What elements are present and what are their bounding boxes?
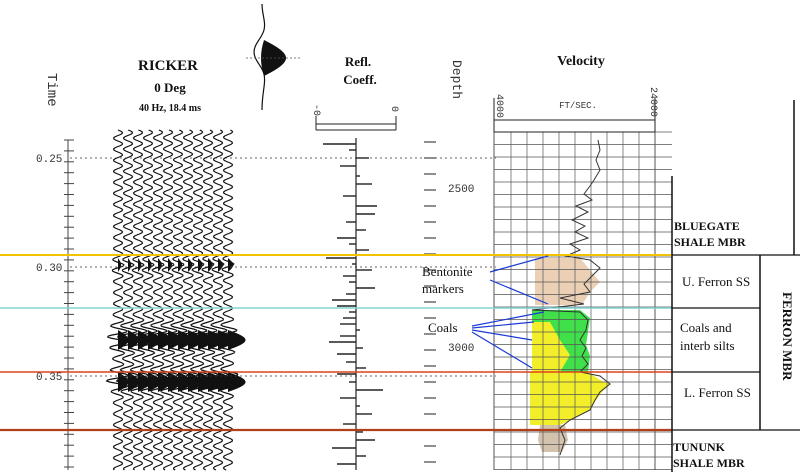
ricker-phase: 0 Deg: [154, 80, 186, 95]
sand-fill-lower: [530, 372, 610, 425]
wiggle-trace: [125, 129, 150, 471]
wiggle-trace: [165, 129, 190, 471]
velocity-scale-box: [493, 98, 656, 133]
ricker-params: 40 Hz, 18.4 ms: [139, 103, 201, 114]
refl-scale-max: 0: [388, 106, 399, 112]
velocity-max-label: 24000: [647, 87, 658, 117]
wiggle-trace-fill: [128, 258, 140, 392]
ferron-mbr-label: FERRON MBR: [780, 292, 795, 381]
wiggle-trace-fill: [118, 258, 129, 392]
velocity-units: FT/SEC.: [559, 101, 597, 111]
ricker-wavelet-lobe: [261, 40, 286, 76]
time-tick-label-035: 0.35: [36, 372, 62, 384]
wiggle-trace: [155, 129, 180, 471]
velocity-title: Velocity: [557, 54, 605, 69]
strat-column: [671, 100, 800, 472]
wiggle-trace: [145, 129, 170, 471]
velocity-curve: [531, 139, 611, 456]
u-ferron-label: U. Ferron SS: [682, 274, 750, 289]
refl-coeff-spikes: [323, 143, 383, 465]
sand-fill-upper: [532, 322, 570, 372]
ricker-title: RICKER: [138, 58, 198, 74]
l-ferron-label: L. Ferron SS: [684, 385, 751, 400]
tununk-label-line1: TUNUNK: [673, 440, 726, 454]
refl-scale-box: [315, 116, 397, 131]
bentonite-label-line2: markers: [422, 281, 464, 296]
time-axis-ticks: [64, 139, 74, 468]
wiggle-trace: [215, 129, 240, 471]
wiggle-trace: [185, 129, 209, 471]
bentonite-label-line1: Bentonite: [422, 264, 473, 279]
ricker-wavelet-icon: [246, 3, 302, 111]
wiggle-trace-fill: [138, 258, 150, 392]
wiggle-trace-fill: [148, 258, 161, 392]
tununk-label-line2: SHALE MBR: [673, 456, 745, 470]
velocity-fills: [530, 258, 610, 452]
bluegate-label-line1: BLUEGATE: [674, 219, 740, 233]
wiggle-trace: [205, 129, 230, 471]
depth-tick-label-2500: 2500: [448, 184, 474, 196]
depth-axis-label: Depth: [449, 60, 464, 99]
time-tick-label-025: 0.25: [36, 154, 62, 166]
depth-tick-label-3000: 3000: [448, 343, 474, 355]
time-axis-label: Time: [43, 73, 59, 107]
wiggle-trace: [195, 129, 219, 471]
refl-title-line2: Coeff.: [343, 72, 377, 87]
velocity-min-label: 4000: [493, 94, 504, 118]
wiggle-trace-fill: [228, 258, 246, 392]
refl-scale-min: -0: [310, 104, 321, 116]
wiggle-trace: [115, 129, 140, 471]
wiggle-trace: [136, 129, 160, 471]
wiggle-traces: [105, 129, 246, 471]
depth-axis-ticks: [424, 141, 436, 463]
coal-marker-lines: [471, 311, 545, 369]
wiggle-trace: [105, 129, 130, 471]
bentonite-marker-lines: [489, 255, 549, 305]
wiggle-trace: [175, 129, 200, 471]
time-tick-label-030: 0.30: [36, 263, 62, 275]
velocity-grid: [493, 131, 672, 470]
coals-interb-line2: interb silts: [680, 338, 735, 353]
bentonite-fill: [535, 258, 600, 305]
coals-interb-line1: Coals and: [680, 320, 732, 335]
bluegate-label-line2: SHALE MBR: [674, 235, 746, 249]
coals-label: Coals: [428, 320, 458, 335]
refl-title-line1: Refl.: [345, 54, 371, 69]
